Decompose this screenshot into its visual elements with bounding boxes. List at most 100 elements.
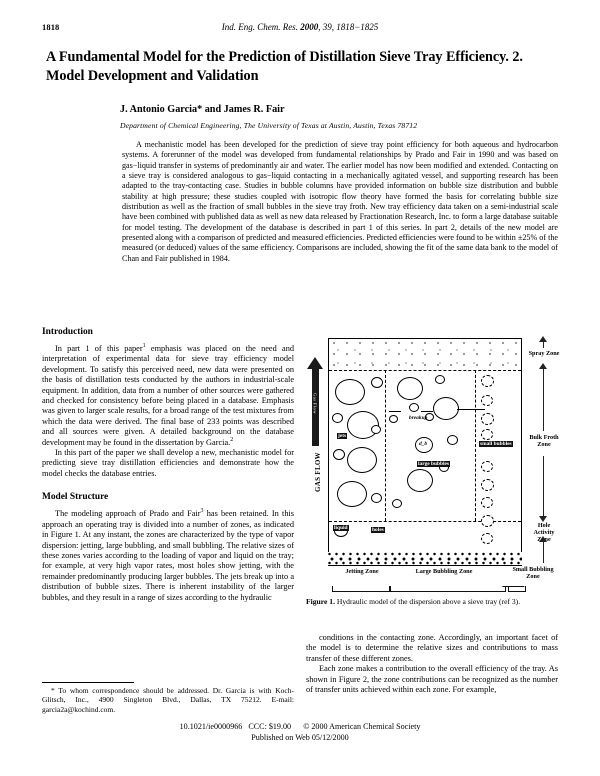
zone-label-spray: Spray Zone [528, 350, 560, 357]
vertical-zone-legend: Spray Zone Bulk Froth Zone Hole Activity… [528, 336, 560, 566]
breakup-arrow-right [421, 411, 433, 412]
bubble [481, 375, 494, 387]
bubble [407, 469, 433, 492]
small-bubbles-annotation: small bubbles [479, 441, 513, 447]
intro-paragraph-1: In part 1 of this paper1 emphasis was pl… [42, 343, 294, 448]
intro-p1-part-b: emphasis was placed on the need and inte… [42, 344, 294, 447]
abstract: A mechanistic model has been developed f… [122, 140, 558, 263]
zone-label-bulk-froth: Bulk Froth Zone [529, 434, 559, 449]
correspondence-footnote: * To whom correspondence should be addre… [42, 686, 294, 714]
ccc-text: CCC: $19.00 [248, 722, 292, 731]
bubble [481, 515, 494, 527]
figure-1-graphic: Gas Flow GAS FLOW [306, 336, 560, 592]
journal-year: 2000 [300, 22, 319, 32]
reference-marker-3: 3 [200, 508, 204, 515]
bubble [333, 449, 345, 460]
reference-marker-1: 1 [142, 343, 146, 350]
hole-zone-arrow-up-icon [539, 536, 547, 542]
breakup-arrow-left [389, 411, 401, 412]
bubble [433, 397, 459, 420]
bubble [389, 415, 398, 423]
bubble [425, 413, 434, 421]
affiliation: Department of Chemical Engineering, The … [120, 121, 418, 130]
bubble [392, 499, 402, 508]
intro-p1-part-a: In part 1 of this paper [55, 344, 143, 353]
publication-line-2: Published on Web 05/12/2000 [251, 732, 349, 742]
right-column: conditions in the contacting zone. Accor… [306, 633, 558, 695]
liquid-annotation: liquid [333, 525, 349, 531]
bubble [335, 379, 365, 405]
large-bubbling-zone-bracket [390, 586, 506, 592]
jetting-zone-divider [385, 370, 386, 521]
publication-info: 10.1021/ie0000966 CCC: $19.00 © 2000 Ame… [42, 722, 558, 743]
author-list: J. Antonio Garcia* and James R. Fair [120, 104, 285, 115]
figure-1-caption: Figure 1. Hydraulic model of the dispers… [306, 597, 558, 606]
gas-flow-label: GAS FLOW [314, 452, 322, 492]
small-bubbling-zone-bracket [508, 586, 526, 592]
figure-caption-label: Figure 1. [306, 597, 335, 606]
doi-text: 10.1021/ie0000966 [179, 722, 243, 731]
folio-number: 1818 [42, 22, 60, 32]
tray-deck-froth-band [328, 552, 522, 566]
jetting-zone-bracket [332, 586, 390, 592]
bubble [481, 479, 494, 491]
large-bubbles-annotation: large bubbles [417, 461, 451, 467]
spray-zone-boundary [329, 370, 521, 371]
copyright-text: © 2000 American Chemical Society [303, 722, 421, 731]
gas-flow-arrow-icon: Gas Flow [307, 357, 323, 446]
gas-flow-arrow-label: Gas Flow [312, 392, 318, 414]
bubbling-zone-divider [475, 370, 476, 521]
zone-label-jetting: Jetting Zone [345, 568, 379, 575]
hole-zone-rule [543, 541, 544, 563]
hole-activity-boundary [329, 521, 521, 522]
page-title: A Fundamental Model for the Prediction o… [46, 49, 523, 84]
horizontal-zone-legend: Jetting Zone Large Bubbling Zone Small B… [320, 566, 560, 596]
bubble [337, 481, 367, 507]
bulk-zone-arrow-down-icon [539, 516, 547, 522]
bubble [409, 403, 419, 412]
bubble [332, 413, 343, 423]
bubble [481, 533, 493, 544]
bulk-zone-rule-upper [543, 369, 544, 431]
bubble [371, 493, 382, 503]
spray-speckle-region [332, 341, 520, 369]
intro-paragraph-2: In this part of the paper we shall devel… [42, 448, 294, 478]
small-bubble-feed-arrow [457, 409, 485, 410]
bubble [371, 425, 381, 434]
publication-line-1: 10.1021/ie0000966 CCC: $19.00 © 2000 Ame… [42, 722, 558, 733]
model-p1-part-b: has been retained. In this approach an o… [42, 509, 294, 602]
model-structure-paragraph-1: The modeling approach of Prado and Fair3… [42, 509, 294, 603]
jets-annotation: jets [337, 433, 348, 439]
zone-label-large-bubbling: Large Bubbling Zone [415, 568, 473, 575]
bubble [347, 447, 377, 473]
bubble [481, 429, 493, 440]
bubble-diameter-label: d_b [419, 441, 428, 447]
journal-name: Ind. Eng. Chem. Res. [221, 22, 301, 32]
figure-caption-text: Hydraulic model of the dispersion above … [334, 597, 521, 606]
gas-flow-indicator: Gas Flow GAS FLOW [306, 357, 326, 554]
bubble [397, 377, 423, 400]
bulk-zone-arrow-up-icon [539, 363, 547, 369]
bubble [481, 461, 493, 472]
tray-dispersion-diagram: breakup d_b large bubbles jets small bub… [328, 338, 522, 552]
zone-label-small-bubbling: Small Bubbling Zone [512, 566, 554, 581]
section-heading-introduction: Introduction [42, 327, 93, 337]
right-paragraph-2: Each zone makes a contribution to the ov… [306, 664, 558, 695]
left-column: Introduction In part 1 of this paper1 em… [42, 327, 294, 603]
model-p1-part-a: The modeling approach of Prado and Fair [55, 509, 201, 519]
spray-zone-rule [543, 338, 544, 348]
bubble [435, 375, 445, 384]
bubble [415, 437, 433, 453]
bubble [481, 395, 493, 406]
bubble [371, 377, 383, 388]
holes-annotation: holes [371, 527, 385, 533]
footnote-rule [42, 682, 134, 683]
section-heading-model-structure: Model Structure [42, 492, 109, 503]
bubble [481, 497, 493, 508]
bulk-zone-rule-lower [543, 456, 544, 518]
running-head: 1818 Ind. Eng. Chem. Res. 2000, 39, 1818… [42, 22, 558, 36]
bubble [447, 435, 458, 445]
bubble-diameter-annotation: breakup [409, 415, 428, 421]
journal-citation: Ind. Eng. Chem. Res. 2000, 39, 1818−1825 [42, 22, 558, 32]
